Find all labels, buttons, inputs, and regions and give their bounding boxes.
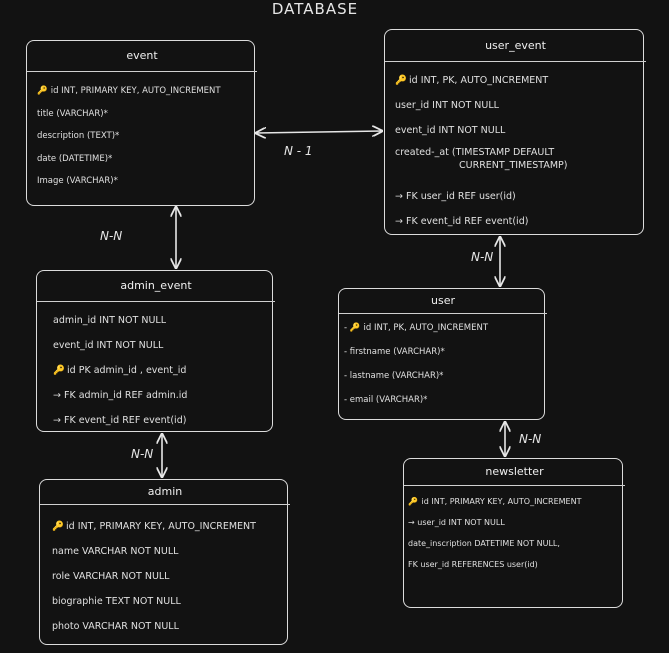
entity-title: user	[339, 289, 547, 314]
entity-title: admin_event	[37, 271, 275, 302]
entity-title: event	[27, 41, 257, 72]
relation-label-event-user-event: N - 1	[284, 144, 313, 158]
field-row: 🔑 id PK admin_id , event_id	[53, 358, 264, 383]
entity-event: event 🔑 id INT, PRIMARY KEY, AUTO_INCREM…	[26, 40, 257, 206]
dash-glyph: -	[344, 347, 348, 357]
field-list: 🔑 id INT, PRIMARY KEY, AUTO_INCREMENT na…	[40, 505, 287, 639]
field-row: → FK event_id REF event(id)	[53, 415, 187, 426]
field-row: user_id INT NOT NULL	[395, 100, 499, 111]
field-row: - email (VARCHAR)*	[344, 395, 428, 405]
field-list: 🔑 id INT, PRIMARY KEY, AUTO_INCREMENT ti…	[27, 72, 254, 193]
field-row: role VARCHAR NOT NULL	[52, 571, 170, 582]
arrow-right-icon: →	[395, 191, 403, 202]
field-row: photo VARCHAR NOT NULL	[52, 621, 179, 632]
field-row: admin_id INT NOT NULL	[53, 315, 166, 326]
dash-glyph: -	[344, 371, 348, 381]
field-row: event_id INT NOT NULL	[53, 340, 164, 351]
field-row: → FK user_id REF user(id)	[395, 191, 516, 202]
entity-user: user - 🔑 id INT, PK, AUTO_INCREMENT - fi…	[338, 288, 547, 420]
connector-event-user-event	[256, 131, 382, 133]
field-row: description (TEXT)*	[37, 131, 120, 141]
arrow-right-icon: →	[53, 415, 61, 426]
relation-label-user-newsletter: N-N	[519, 432, 542, 446]
dash-glyph: -	[344, 395, 348, 405]
field-row: - firstname (VARCHAR)*	[344, 347, 445, 357]
dash-glyph: -	[344, 323, 348, 333]
entity-newsletter: newsletter 🔑 id INT, PRIMARY KEY, AUTO_I…	[403, 458, 625, 608]
arrow-right-icon: →	[395, 216, 403, 227]
field-row: created-_at (TIMESTAMP DEFAULT CURRENT_T…	[395, 147, 568, 171]
field-row: 🔑 id INT, PRIMARY KEY, AUTO_INCREMENT	[408, 491, 614, 512]
entity-title: admin	[40, 480, 290, 505]
field-row: date (DATETIME)*	[37, 153, 113, 164]
field-row: Image (VARCHAR)*	[37, 176, 118, 186]
field-row: 🔑 id INT, PK, AUTO_INCREMENT	[395, 68, 635, 93]
key-icon: 🔑	[395, 75, 407, 86]
field-list: admin_id INT NOT NULL event_id INT NOT N…	[37, 302, 272, 433]
field-row: biographie TEXT NOT NULL	[52, 596, 181, 607]
arrow-right-icon: →	[408, 518, 415, 527]
entity-title: newsletter	[404, 459, 625, 486]
field-row: name VARCHAR NOT NULL	[52, 546, 179, 557]
field-row: title (VARCHAR)*	[37, 108, 108, 119]
field-row: - 🔑 id INT, PK, AUTO_INCREMENT	[344, 316, 536, 340]
key-icon: 🔑	[52, 521, 64, 532]
field-list: 🔑 id INT, PRIMARY KEY, AUTO_INCREMENT → …	[404, 486, 622, 575]
key-icon: 🔑	[408, 497, 418, 506]
field-row: 🔑 id INT, PRIMARY KEY, AUTO_INCREMENT	[52, 514, 279, 539]
relation-label-user-event-user: N-N	[471, 250, 494, 264]
field-row: date_inscription DATETIME NOT NULL,	[408, 539, 560, 548]
key-icon: 🔑	[349, 323, 361, 333]
entity-title: user_event	[385, 30, 646, 62]
field-row: → FK event_id REF event(id)	[395, 216, 529, 227]
entity-admin: admin 🔑 id INT, PRIMARY KEY, AUTO_INCREM…	[39, 479, 290, 645]
field-row: → user_id INT NOT NULL	[408, 518, 505, 527]
arrow-right-icon: →	[53, 390, 61, 401]
entity-admin-event: admin_event admin_id INT NOT NULL event_…	[36, 270, 275, 433]
field-row: - lastname (VARCHAR)*	[344, 371, 444, 381]
relation-label-event-admin-event: N-N	[100, 229, 123, 243]
field-row: → FK admin_id REF admin.id	[53, 390, 188, 401]
field-row: 🔑 id INT, PRIMARY KEY, AUTO_INCREMENT	[37, 80, 246, 103]
relation-label-admin-event-admin: N-N	[131, 447, 154, 461]
key-icon: 🔑	[37, 86, 48, 96]
field-list: - 🔑 id INT, PK, AUTO_INCREMENT - firstna…	[339, 314, 544, 412]
key-icon: 🔑	[53, 365, 65, 376]
diagram-title: DATABASE	[271, 0, 359, 18]
entity-user-event: user_event 🔑 id INT, PK, AUTO_INCREMENT …	[384, 29, 646, 235]
field-list: 🔑 id INT, PK, AUTO_INCREMENT user_id INT…	[385, 62, 643, 234]
field-row: event_id INT NOT NULL	[395, 125, 506, 136]
field-row: FK user_id REFERENCES user(id)	[408, 560, 538, 569]
